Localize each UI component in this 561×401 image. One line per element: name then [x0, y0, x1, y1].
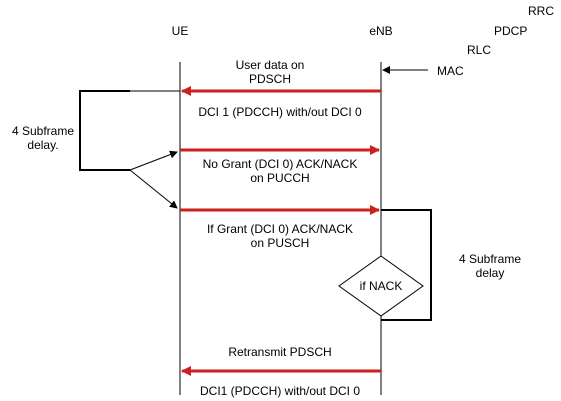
if-grant-label-line1: If Grant (DCI 0) ACK/NACK	[206, 222, 354, 236]
right-delay-label-line1: 4 Subframe	[458, 252, 522, 266]
no-grant-label-line2: on PUCCH	[250, 171, 310, 185]
delay-branch-arrow-upper	[129, 150, 178, 171]
ue-header: UE	[171, 24, 189, 38]
right-delay-label: 4 Subframe delay	[450, 252, 530, 280]
no-grant-label-line1: No Grant (DCI 0) ACK/NACK	[202, 157, 358, 171]
left-delay-label-line2: delay.	[27, 138, 59, 152]
left-delay-label: 4 Subframe delay.	[8, 124, 78, 152]
dci1-again-label: DCI1 (PDCCH) with/out DCI 0	[199, 384, 361, 398]
if-grant-label: If Grant (DCI 0) ACK/NACK on PUSCH	[190, 222, 370, 250]
no-grant-label: No Grant (DCI 0) ACK/NACK on PUCCH	[190, 157, 370, 185]
left-delay-label-line1: 4 Subframe	[11, 124, 75, 138]
stack-pdcp: PDCP	[494, 24, 528, 38]
if-grant-label-line2: on PUSCH	[250, 236, 310, 250]
dci1-label: DCI 1 (PDCCH) with/out DCI 0	[198, 105, 362, 119]
enb-header: eNB	[369, 24, 393, 38]
user-data-label-line2: PDSCH	[248, 72, 291, 86]
stack-rlc: RLC	[467, 43, 492, 57]
stack-mac: MAC	[437, 64, 464, 78]
if-nack-label: if NACK	[359, 279, 403, 293]
left-delay-bracket	[79, 90, 130, 171]
user-data-label-line1: User data on	[235, 58, 305, 72]
right-delay-bracket	[381, 209, 432, 321]
stack-rrc: RRC	[528, 4, 554, 18]
user-data-label: User data on PDSCH	[220, 58, 320, 86]
right-delay-label-line2: delay	[475, 266, 505, 280]
retransmit-label: Retransmit PDSCH	[228, 345, 332, 359]
if-nack-decision	[338, 255, 424, 317]
delay-branch-arrow-lower	[129, 169, 178, 209]
